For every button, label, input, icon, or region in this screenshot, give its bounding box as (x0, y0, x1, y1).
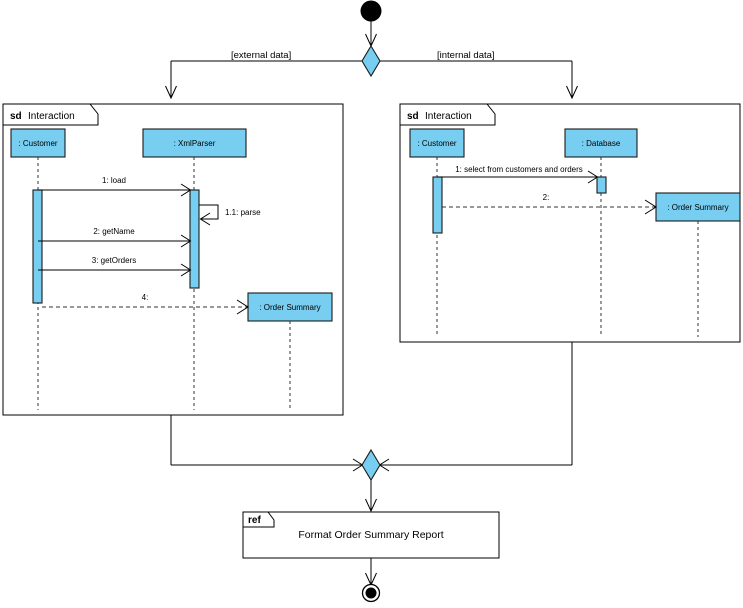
initial-node (360, 0, 382, 22)
lifeline-right-ordersummary: : Order Summary (655, 192, 741, 337)
activation-bar (189, 189, 200, 289)
frame-right-name: Interaction (425, 111, 472, 122)
guard-internal-data: [internal data] (437, 50, 495, 61)
message-right-create-ordersummary: 2: (442, 193, 657, 215)
message-right-select: 1: select from customers and orders (437, 165, 599, 184)
flow-initial-to-decision (365, 21, 377, 48)
flow-right-frame-to-merge (378, 342, 573, 472)
message-label: 1: select from customers and orders (455, 165, 583, 174)
message-label: 3: getOrders (92, 256, 136, 265)
activation-bar (32, 189, 43, 304)
frame-left-keyword: sd (10, 111, 22, 122)
message-left-getorders: 3: getOrders (38, 256, 192, 277)
frame-left-name: Interaction (28, 111, 75, 122)
lifeline-left-ordersummary: : Order Summary (247, 292, 333, 410)
frame-left-interaction: sd Interaction : Customer : XmlParser : … (2, 103, 344, 416)
lifeline-label: : Order Summary (667, 203, 728, 212)
decision-node (361, 44, 381, 78)
activation-bar (432, 176, 443, 234)
message-label: 1.1: parse (225, 208, 261, 217)
lifeline-label: : Customer (417, 139, 456, 148)
message-label: 2: (543, 193, 550, 202)
frame-right-interaction: sd Interaction : Customer : Database : O… (399, 103, 741, 343)
final-node (361, 583, 381, 603)
message-label: 1: load (102, 176, 126, 185)
lifeline-label: : XmlParser (174, 139, 216, 148)
message-left-load: 1: load (38, 176, 192, 197)
lifeline-left-customer: : Customer (10, 128, 66, 410)
merge-node (361, 448, 381, 482)
guard-external-data: [external data] (231, 50, 291, 61)
lifeline-label: : Customer (18, 139, 57, 148)
lifeline-left-xmlparser: : XmlParser (142, 128, 247, 410)
ref-frame: ref Format Order Summary Report (242, 511, 500, 559)
ref-frame-keyword: ref (248, 515, 261, 526)
flow-decision-branches (165, 60, 578, 100)
message-left-parse-self: 1.1: parse (199, 204, 261, 226)
lifeline-right-database: : Database (564, 128, 638, 337)
ref-frame-title: Format Order Summary Report (298, 529, 443, 541)
message-left-getname: 2: getName (38, 227, 192, 248)
message-label: 2: getName (93, 227, 135, 236)
flow-ref-to-final (365, 558, 377, 587)
lifeline-label: : Database (582, 139, 621, 148)
flow-left-frame-to-merge (170, 415, 364, 472)
message-label: 4: (142, 293, 149, 302)
flow-merge-to-ref (365, 480, 377, 513)
lifeline-right-customer: : Customer (409, 128, 465, 337)
frame-right-keyword: sd (407, 111, 419, 122)
message-left-create-ordersummary: 4: (42, 293, 249, 315)
lifeline-label: : Order Summary (259, 303, 320, 312)
activation-bar (596, 176, 607, 194)
